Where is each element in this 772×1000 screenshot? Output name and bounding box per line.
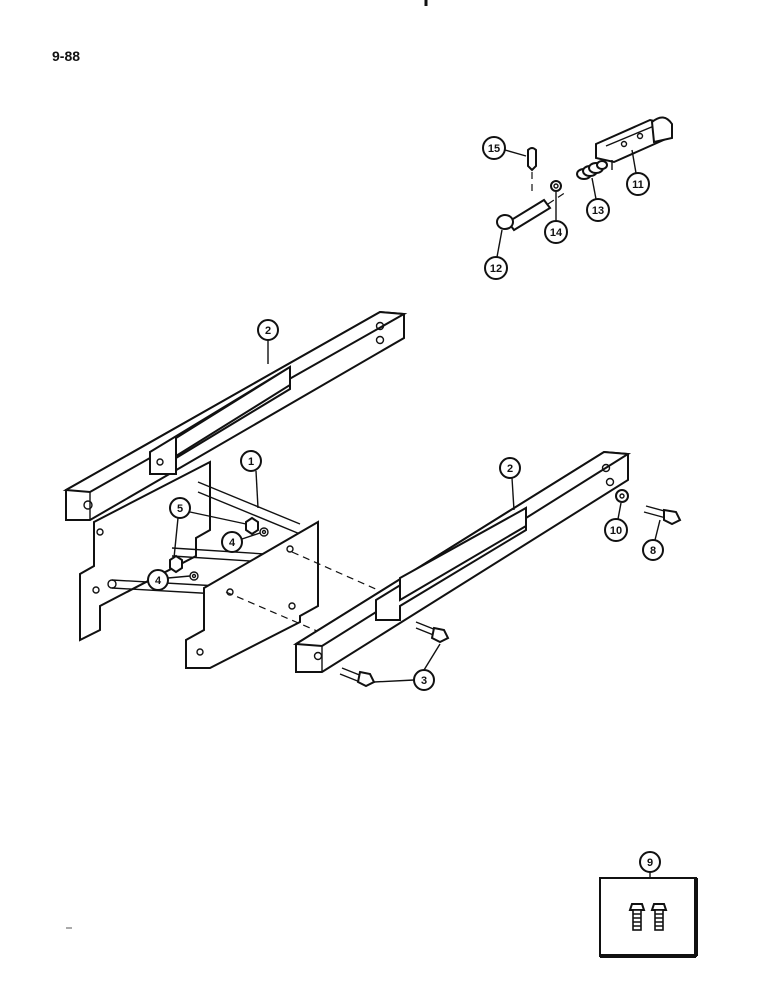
callout-3-label: 3	[421, 675, 427, 687]
callout-4-lower: 4	[147, 569, 191, 591]
callout-5: 5	[169, 497, 247, 559]
callout-13-label: 13	[592, 205, 604, 217]
callout-8-label: 8	[650, 545, 656, 557]
frame-rail-upper	[62, 310, 408, 521]
callout-10-label: 10	[610, 525, 622, 537]
callout-2-lower: 2	[499, 457, 521, 511]
callout-9-label: 9	[647, 857, 653, 869]
callout-1: 1	[240, 450, 262, 509]
bolt-item-8	[643, 505, 682, 526]
latch-item-11	[595, 116, 673, 170]
callout-11: 11	[626, 149, 650, 196]
callout-10: 10	[604, 502, 628, 542]
callout-4-upper-label: 4	[229, 537, 236, 549]
callout-2-lower-label: 2	[507, 463, 513, 475]
inset-hardware-kit: 9	[599, 851, 698, 958]
nut-item-10	[615, 489, 629, 503]
callout-2-upper-label: 2	[265, 325, 271, 337]
callout-14-label: 14	[550, 227, 563, 239]
bolt-icon	[628, 903, 646, 931]
clip-item-15	[527, 147, 537, 196]
callout-15-label: 15	[488, 143, 500, 155]
callout-14: 14	[544, 192, 568, 244]
callout-4-upper: 4	[221, 531, 261, 553]
callout-12-label: 12	[490, 263, 502, 275]
spring-item-13	[576, 160, 608, 180]
callout-5-label: 5	[177, 503, 183, 515]
callout-15: 15	[482, 136, 527, 160]
callout-11-label: 11	[632, 179, 644, 191]
callout-13: 13	[586, 177, 610, 222]
bolt-icon	[650, 903, 668, 931]
frame-rail-lower	[292, 450, 632, 673]
callout-1-label: 1	[248, 456, 254, 468]
pin-item-12	[496, 191, 567, 232]
callout-12: 12	[484, 229, 508, 280]
washer-item-14	[550, 180, 562, 192]
page-number: 9-88	[52, 48, 81, 64]
callout-8: 8	[642, 519, 664, 561]
bolt-item-3-lower	[339, 667, 376, 688]
callout-3: 3	[373, 643, 441, 691]
bolt-item-3-upper	[415, 621, 450, 644]
callout-4-lower-label: 4	[155, 575, 162, 587]
callout-2-upper: 2	[257, 319, 279, 364]
